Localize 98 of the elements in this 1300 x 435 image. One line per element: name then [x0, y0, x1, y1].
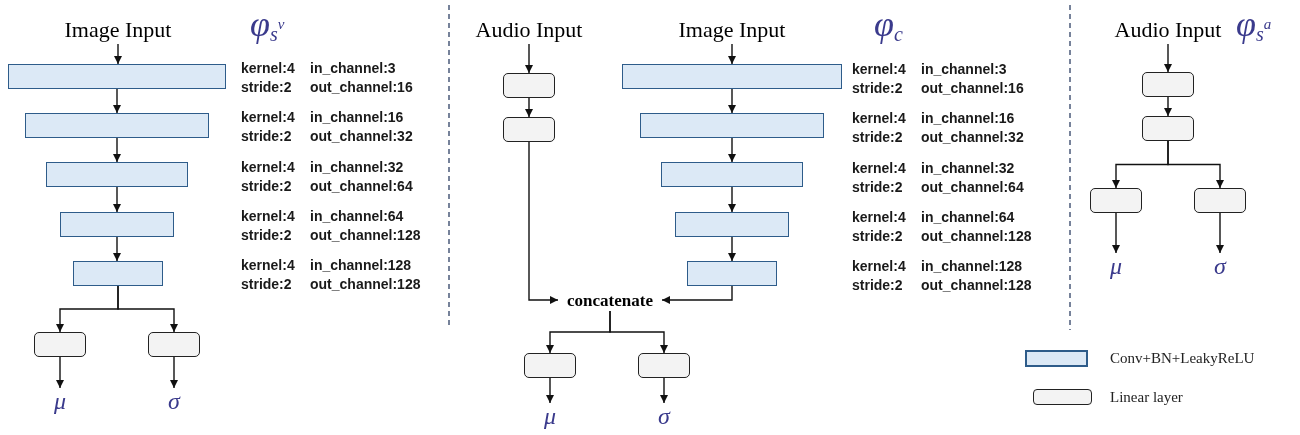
- layer-parameter: in_channel:64: [921, 209, 1015, 224]
- arrow: [1167, 140, 1224, 189]
- layer-parameter: kernel:4: [852, 111, 906, 126]
- input-label: Image Input: [672, 16, 792, 44]
- layer-parameter: kernel:4: [852, 209, 906, 224]
- layer-parameter: in_channel:128: [921, 259, 1023, 274]
- linear-layer-box: [503, 117, 555, 142]
- conv-layer-box: [46, 162, 188, 187]
- layer-parameter: kernel:4: [241, 61, 295, 75]
- layer-parameter: stride:2: [852, 179, 903, 194]
- layer-parameter: stride:2: [241, 80, 292, 94]
- legend-label: Conv+BN+LeakyReLU: [1110, 351, 1255, 366]
- input-label: Audio Input: [1108, 16, 1228, 44]
- linear-layer-box: [1090, 188, 1142, 213]
- layer-parameter: in_channel:32: [921, 160, 1015, 175]
- arrow: [117, 285, 178, 333]
- legend-label: Linear layer: [1110, 390, 1183, 405]
- output-symbol: σ: [162, 388, 186, 414]
- linear-layer-box: [34, 332, 86, 357]
- layer-parameter: kernel:4: [241, 110, 295, 125]
- arrow: [728, 236, 736, 262]
- layer-parameter: out_channel:128: [310, 227, 421, 242]
- conv-layer-box: [687, 261, 777, 286]
- input-label: Audio Input: [468, 16, 590, 44]
- layer-parameter: in_channel:128: [310, 258, 412, 273]
- layer-parameter: in_channel:3: [310, 61, 396, 75]
- arrow: [661, 285, 733, 304]
- arrow: [113, 137, 121, 163]
- arrow: [113, 186, 121, 213]
- output-symbol: μ: [538, 403, 562, 429]
- conv-layer-box: [25, 113, 209, 138]
- arrow: [114, 43, 122, 65]
- arrow: [728, 186, 736, 213]
- arrow: [609, 310, 668, 354]
- layer-parameter: stride:2: [241, 178, 292, 193]
- linear-layer-box: [1194, 188, 1246, 213]
- layer-parameter: stride:2: [852, 81, 903, 95]
- layer-parameter: in_channel:32: [310, 159, 404, 174]
- layer-parameter: in_channel:64: [310, 208, 404, 223]
- layer-parameter: stride:2: [241, 277, 292, 292]
- arrow: [528, 141, 559, 304]
- layer-parameter: stride:2: [852, 278, 903, 293]
- output-symbol: μ: [1104, 253, 1128, 279]
- conv-layer-box: [675, 212, 789, 237]
- output-symbol: σ: [652, 403, 676, 429]
- conv-layer-box: [640, 113, 824, 138]
- arrow: [728, 88, 736, 114]
- layer-parameter: stride:2: [241, 129, 292, 144]
- conv-layer-box: [73, 261, 163, 286]
- arrow: [113, 236, 121, 262]
- output-symbol: μ: [48, 388, 72, 414]
- layer-parameter: kernel:4: [241, 208, 295, 223]
- linear-layer-box: [1142, 116, 1194, 141]
- layer-parameter: out_channel:32: [310, 129, 413, 144]
- layer-parameter: kernel:4: [852, 160, 906, 175]
- arrow: [1164, 96, 1172, 117]
- arrow: [660, 377, 668, 404]
- layer-parameter: stride:2: [241, 227, 292, 242]
- conv-layer-box: [622, 64, 842, 89]
- linear-layer-box: [148, 332, 200, 357]
- output-symbol: σ: [1208, 253, 1232, 279]
- layer-parameter: stride:2: [852, 130, 903, 145]
- linear-layer-box: [1142, 72, 1194, 97]
- conv-layer-box: [661, 162, 803, 187]
- arrow: [1112, 212, 1120, 254]
- arrow: [170, 356, 178, 389]
- input-label: Image Input: [58, 16, 178, 44]
- layer-parameter: kernel:4: [241, 258, 295, 273]
- layer-parameter: in_channel:16: [921, 111, 1015, 126]
- arrow: [525, 43, 533, 74]
- linear-layer-box: [638, 353, 690, 378]
- layer-parameter: out_channel:128: [921, 228, 1032, 243]
- arrow: [546, 377, 554, 404]
- layer-parameter: out_channel:32: [921, 130, 1024, 145]
- layer-parameter: out_channel:64: [921, 179, 1024, 194]
- arrow: [728, 137, 736, 163]
- arrow: [728, 43, 736, 65]
- function-symbol: φ$_{c}$: [874, 6, 903, 42]
- arrow: [56, 356, 64, 389]
- conv-layer-box: [8, 64, 226, 89]
- layer-parameter: in_channel:3: [921, 62, 1007, 76]
- layer-parameter: out_channel:64: [310, 178, 413, 193]
- layer-parameter: out_channel:16: [310, 80, 413, 94]
- layer-parameter: out_channel:128: [310, 277, 421, 292]
- concatenate-label: concatenate: [558, 289, 662, 311]
- layer-parameter: out_channel:16: [921, 81, 1024, 95]
- layer-parameter: stride:2: [852, 228, 903, 243]
- layer-parameter: kernel:4: [241, 159, 295, 174]
- conv-layer-box: [60, 212, 174, 237]
- layer-parameter: in_channel:16: [310, 110, 404, 125]
- linear-layer-box: [524, 353, 576, 378]
- arrow: [113, 88, 121, 114]
- arrow: [1164, 43, 1172, 73]
- linear-layer-box: [503, 73, 555, 98]
- arrow: [525, 97, 533, 118]
- layer-parameter: kernel:4: [852, 259, 906, 274]
- layer-parameter: out_channel:128: [921, 278, 1032, 293]
- arrow: [1216, 212, 1224, 254]
